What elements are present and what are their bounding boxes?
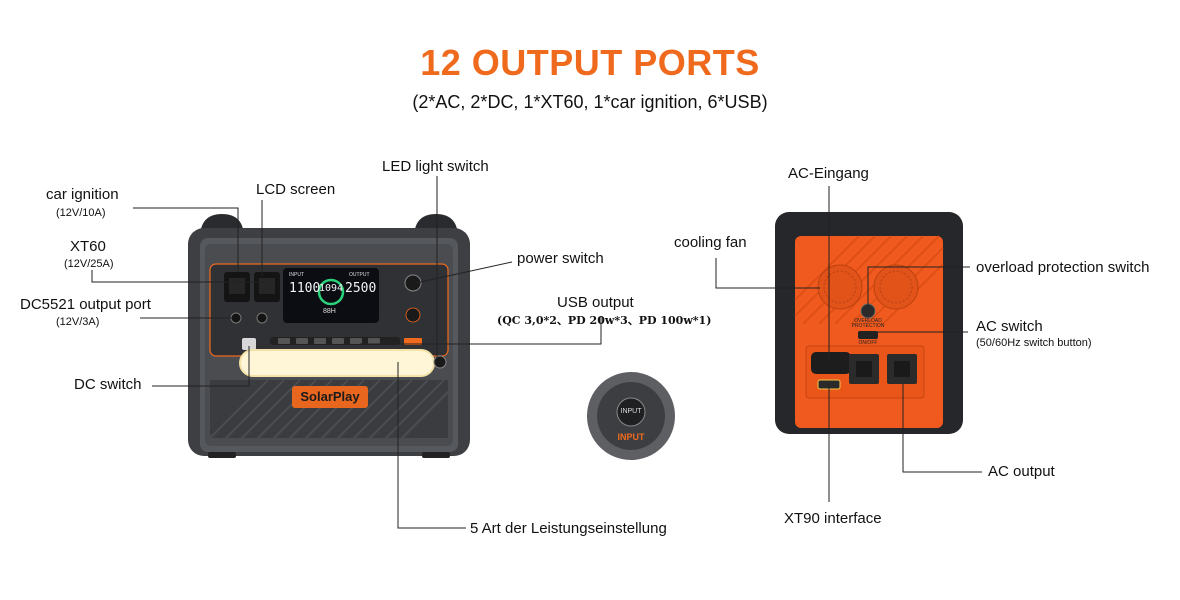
lcd-input-value: 1100 — [289, 281, 321, 296]
label-xt90: XT90 interface — [784, 510, 882, 527]
label-overload-switch: overload protection switch — [976, 259, 1150, 276]
dial-center-text: INPUT — [620, 408, 642, 415]
label-dc5521-spec: (12V/3A) — [56, 316, 100, 328]
label-ac-switch-spec: (50/60Hz switch button) — [976, 337, 1092, 349]
label-usb-output-spec: (QC 3,0*2、PD 20w*3、PD 100w*1) — [497, 314, 712, 327]
lcd-input-label: INPUT — [289, 272, 304, 278]
label-cooling-fan: cooling fan — [674, 234, 747, 251]
label-xt60: XT60 — [70, 238, 106, 255]
label-ac-switch: AC switch — [976, 318, 1043, 335]
label-car-ignition: car ignition — [46, 186, 119, 203]
brand-badge-text: SolarPlay — [300, 389, 360, 404]
label-ac-input: AC-Eingang — [788, 165, 869, 182]
page-title: 12 OUTPUT PORTS — [420, 42, 760, 83]
label-xt60-spec: (12V/25A) — [64, 258, 114, 270]
label-power-setting: 5 Art der Leistungseinstellung — [470, 520, 667, 537]
onoff-text: ON/OFF — [858, 340, 878, 346]
label-dc5521: DC5521 output port — [20, 296, 151, 313]
page-subtitle: (2*AC, 2*DC, 1*XT60, 1*car ignition, 6*U… — [412, 92, 768, 112]
input-dial — [587, 372, 675, 460]
label-led-switch: LED light switch — [382, 158, 489, 175]
lcd-output-label: OUTPUT — [349, 272, 370, 278]
label-dc-switch: DC switch — [74, 376, 142, 393]
lcd-battery-value: 1094 — [318, 283, 344, 294]
dial-bottom-text: INPUT — [617, 432, 645, 442]
lcd-screen: INPUT 1100 1094 OUTPUT 2500 88H — [283, 268, 379, 323]
label-lcd-screen: LCD screen — [256, 181, 336, 198]
label-usb-output: USB output — [557, 294, 634, 311]
label-power-switch: power switch — [517, 250, 604, 267]
leader-lines — [91, 176, 982, 529]
lcd-output-value: 2500 — [345, 281, 377, 296]
overload-protection-text: OVERLOAD PROTECTION — [851, 318, 885, 329]
front-power-station — [188, 214, 470, 458]
lcd-time-text: 88H — [323, 308, 336, 315]
label-ac-output: AC output — [988, 463, 1055, 480]
label-car-ignition-spec: (12V/10A) — [56, 207, 106, 219]
